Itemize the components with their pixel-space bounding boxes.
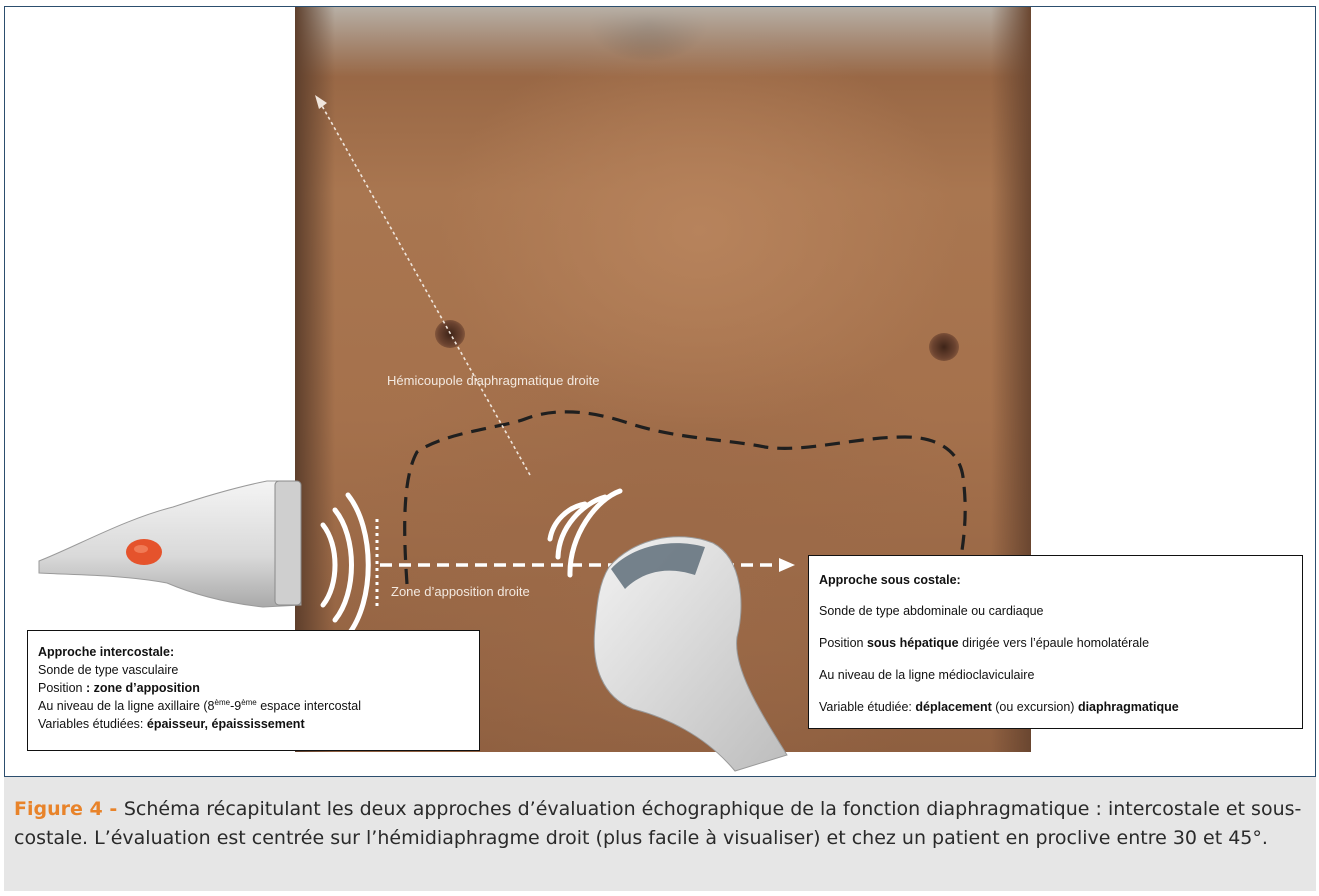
shoulder-arrow-head (315, 95, 327, 109)
subcostal-approach-box: Approche sous costale: Sonde de type abd… (808, 555, 1303, 729)
shoulder-direction-line (321, 104, 530, 475)
intercostal-line-variables: Variables étudiées: épaisseur, épaississ… (38, 715, 469, 733)
figure-frame: Hémicoupole diaphragmatique droite Zone … (4, 6, 1316, 891)
caption-text: Schéma récapitulant les deux approches d… (14, 798, 1301, 849)
curved-probe-image (594, 537, 787, 771)
subcostal-line-position: Position sous hépatique dirigée vers l’é… (819, 633, 1292, 665)
intercostal-line-level: Au niveau de la ligne axillaire (8ème-9è… (38, 697, 469, 715)
subcostal-line-variable: Variable étudiée: déplacement (ou excurs… (819, 697, 1292, 729)
subcostal-line-level: Au niveau de la ligne médioclaviculaire (819, 665, 1292, 697)
intercostal-title: Approche intercostale: (38, 643, 469, 661)
subcostal-title: Approche sous costale: (819, 570, 1292, 601)
intercostal-approach-box: Approche intercostale: Sonde de type vas… (27, 630, 480, 751)
left-wave-1 (323, 525, 335, 605)
figure-label: Figure 4 - (14, 798, 124, 820)
intercostal-line-position: Position : zone d’apposition (38, 679, 469, 697)
intercostal-line-probe: Sonde de type vasculaire (38, 661, 469, 679)
subcostal-line-probe: Sonde de type abdominale ou cardiaque (819, 601, 1292, 633)
horizontal-arrow-head (779, 558, 795, 572)
linear-probe-image (39, 481, 301, 607)
figure-caption: Figure 4 - Schéma récapitulant les deux … (4, 776, 1316, 891)
